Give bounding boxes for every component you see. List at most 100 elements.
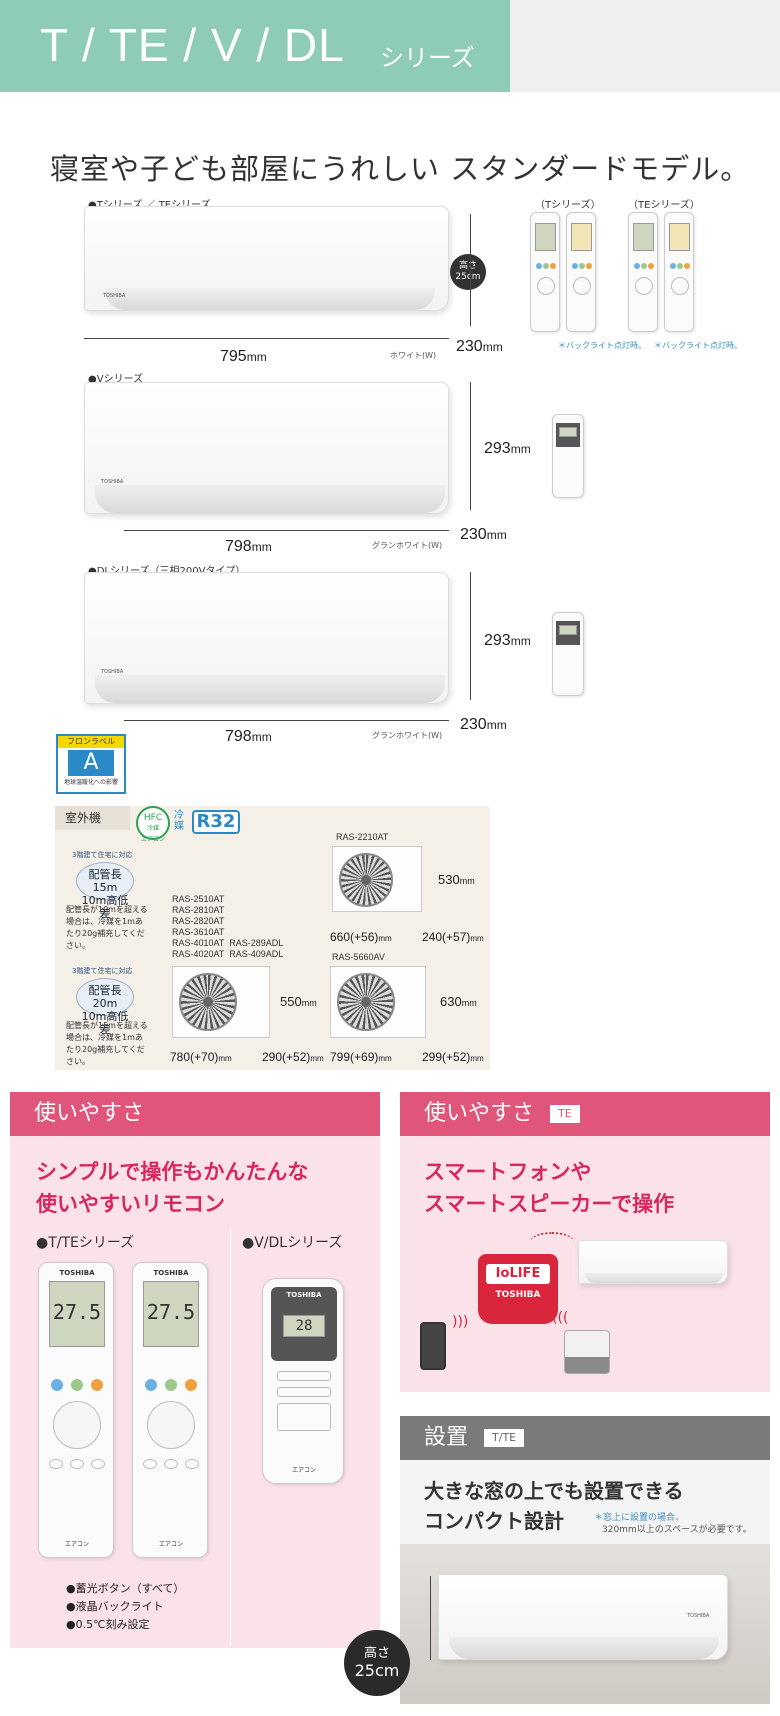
te-remote-2 bbox=[664, 212, 694, 332]
iolife-logo: IoLIFE bbox=[486, 1264, 550, 1284]
wind-button-icon bbox=[91, 1459, 105, 1469]
dl-color: グランホワイト(W) bbox=[372, 731, 443, 740]
outdoor-label: 室外機 bbox=[55, 806, 130, 830]
unit-louver bbox=[105, 288, 435, 310]
dim-unit: mm bbox=[378, 1054, 392, 1063]
width-unit: mm bbox=[251, 730, 272, 744]
feature1-left-series: ●T/TEシリーズ bbox=[36, 1235, 135, 1251]
v-remote bbox=[552, 414, 584, 498]
refrigerant-badge: R32 bbox=[192, 810, 240, 834]
large-width: 799(+69)mm bbox=[330, 1050, 392, 1064]
dim-value: 630 bbox=[440, 994, 462, 1009]
dim-unit: mm bbox=[301, 998, 317, 1008]
fan-button-icon bbox=[70, 1459, 84, 1469]
dl-height: 293mm bbox=[484, 632, 531, 650]
mid-width: 780(+70)mm bbox=[170, 1050, 232, 1064]
remote-screen: 27.5 bbox=[49, 1281, 105, 1347]
freon-label-bottom: 地球温暖化への影響 bbox=[63, 779, 118, 786]
heat-button-icon bbox=[550, 263, 556, 269]
bullet-item: ●0.5℃刻み設定 bbox=[66, 1618, 150, 1631]
remote-screen bbox=[559, 427, 577, 437]
feature1-headline1: シンプルで操作もかんたんな bbox=[36, 1160, 309, 1184]
dim-value: 550 bbox=[280, 994, 302, 1009]
start-stop-button-icon bbox=[277, 1387, 331, 1397]
pipe2-height: 10m高低差 bbox=[81, 1010, 129, 1036]
hfc-sub2: エアコン bbox=[140, 836, 165, 843]
fan-button-icon bbox=[164, 1459, 178, 1469]
dry-button-icon bbox=[641, 263, 647, 269]
cool-button-icon bbox=[634, 263, 640, 269]
v-width: 798mm bbox=[225, 538, 272, 556]
feature2-bar-title: 使いやすさ bbox=[424, 1101, 535, 1126]
dpad-icon bbox=[53, 1401, 101, 1449]
pipe2-note: 配管長が15mを超える場合は、冷媒を1mあたり20g補充してください。 bbox=[66, 1021, 148, 1066]
pipe2-title: 3階建て住宅に対応 bbox=[72, 967, 133, 975]
depth-dimension-line bbox=[470, 214, 471, 326]
dim-value: 290(+52) bbox=[262, 1050, 311, 1064]
width-value: 798 bbox=[225, 728, 252, 745]
dl-indoor-unit: TOSHIBA bbox=[84, 572, 449, 704]
dpad-icon bbox=[635, 277, 653, 295]
dpad-icon bbox=[147, 1401, 195, 1449]
freon-grade: A bbox=[68, 750, 114, 776]
height-badge: 高さ 25cm bbox=[450, 254, 486, 290]
hfc-badge: HFC 冷媒 エアコン bbox=[136, 806, 170, 843]
dl-remote bbox=[552, 612, 584, 696]
te-remote-1 bbox=[628, 212, 658, 332]
fan-grille-icon bbox=[179, 973, 237, 1031]
header-band bbox=[0, 0, 510, 92]
height-unit: mm bbox=[510, 634, 531, 648]
main-headline: 寝室や子ども部屋にうれしい スタンダードモデル。 bbox=[50, 152, 751, 186]
height-dimension-line bbox=[470, 382, 471, 510]
large-outdoor-unit bbox=[330, 966, 426, 1038]
unit-logo: TOSHIBA bbox=[687, 1613, 710, 1619]
remote-temp-v: 28 bbox=[283, 1315, 325, 1337]
badge-value: 25cm bbox=[354, 1661, 400, 1680]
model-item: RAS-4020AT RAS-409ADL bbox=[172, 949, 284, 959]
t-te-indoor-unit: TOSHIBA bbox=[84, 206, 449, 311]
width-unit: mm bbox=[246, 350, 267, 364]
dry-button-icon bbox=[165, 1379, 177, 1391]
pipe2-badge: 配管長 20m 10m高低差 bbox=[76, 978, 134, 1036]
dry-button-icon bbox=[579, 263, 585, 269]
small-model-label: RAS-2210AT bbox=[336, 832, 389, 842]
swing-button-icon bbox=[49, 1459, 63, 1469]
model-item: RAS-3610AT bbox=[172, 927, 225, 937]
width-value: 795 bbox=[220, 348, 247, 365]
dim-unit: mm bbox=[461, 998, 477, 1008]
freon-label: フロンラベル A 地球温暖化への影響 bbox=[56, 734, 126, 794]
dim-value: 660(+56) bbox=[330, 930, 379, 944]
dim-value: 240(+57) bbox=[422, 930, 471, 944]
series-title-suffix: シリーズ bbox=[380, 44, 475, 72]
pipe1-badge: 配管長 15m 10m高低差 bbox=[76, 862, 134, 920]
series-title: T / TE / V / DL bbox=[40, 19, 345, 71]
feature1-bar: 使いやすさ bbox=[10, 1092, 380, 1136]
cool-button-icon bbox=[536, 263, 542, 269]
mode-buttons-icon bbox=[277, 1403, 331, 1431]
t-te-width: 795mm bbox=[220, 348, 267, 366]
small-height: 530mm bbox=[438, 872, 475, 887]
height-badge-large: 高さ 25cm bbox=[344, 1630, 410, 1696]
depth-unit: mm bbox=[486, 718, 507, 732]
temp-button-icon bbox=[277, 1371, 331, 1381]
width-unit: mm bbox=[251, 540, 272, 554]
pipe1-note: 配管長が10mを超える場合は、冷媒を1mあたり20g補充してください。 bbox=[66, 905, 148, 950]
height-unit: mm bbox=[510, 442, 531, 456]
mid-depth: 290(+52)mm bbox=[262, 1050, 324, 1064]
unit-louver bbox=[95, 675, 445, 703]
remote-name: エアコン bbox=[291, 1467, 316, 1474]
hfc-sub1: 冷媒 bbox=[146, 825, 159, 832]
remote-name: エアコン bbox=[64, 1541, 89, 1548]
header-right-band bbox=[510, 0, 780, 92]
t-te-remote-large-1: TOSHIBA 27.5 エアコン bbox=[38, 1262, 114, 1558]
pipe2-length: 配管長 20m bbox=[88, 984, 122, 1010]
large-height: 630mm bbox=[440, 994, 477, 1009]
bullet-item: ●液晶バックライト bbox=[66, 1600, 164, 1613]
pipe1-title: 3階建て住宅に対応 bbox=[72, 851, 133, 859]
feature3-note2: 320mm以上のスペースが必要です。 bbox=[602, 1525, 752, 1535]
remote-temp: 27.5 bbox=[146, 1300, 196, 1324]
v-indoor-unit: TOSHIBA bbox=[84, 382, 449, 514]
depth-value: 230 bbox=[456, 338, 483, 355]
dim-unit: mm bbox=[378, 934, 392, 943]
dim-value: 299(+52) bbox=[422, 1050, 471, 1064]
